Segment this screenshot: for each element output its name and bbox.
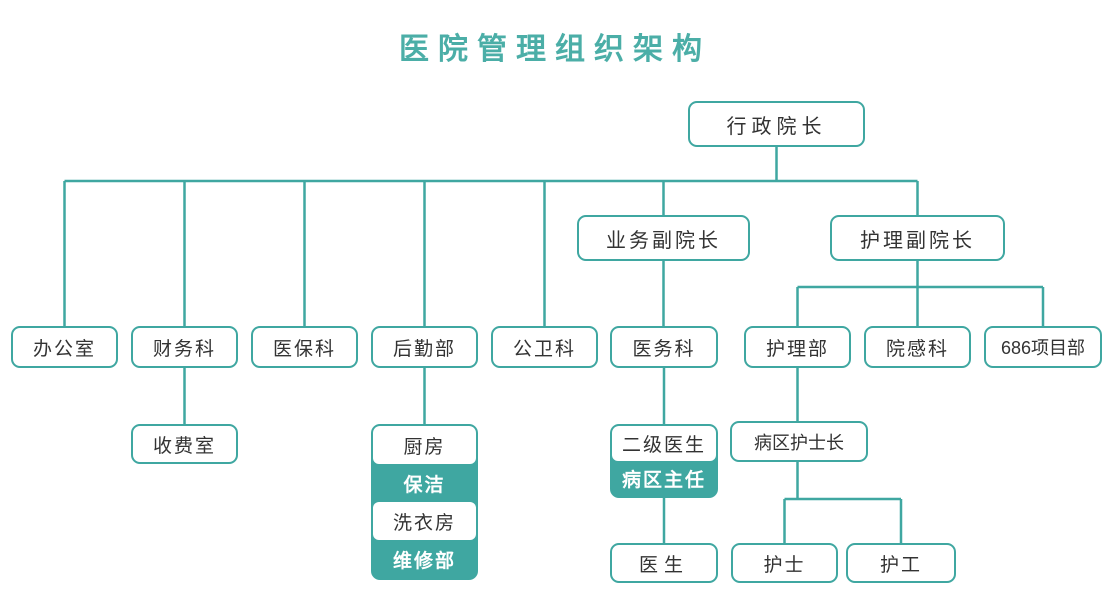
node-maintenance[interactable]: 维修部 (392, 550, 456, 572)
node-laundry[interactable]: 洗衣房 (373, 502, 476, 540)
node-infection-control[interactable]: 院感科 (864, 326, 971, 368)
node-public-health[interactable]: 公卫科 (491, 326, 598, 368)
node-fee-room[interactable]: 收费室 (131, 424, 238, 464)
node-medical-insurance[interactable]: 医保科 (251, 326, 358, 368)
node-cleaning[interactable]: 保洁 (403, 474, 446, 496)
node-admin-dean[interactable]: 行政院长 (688, 101, 865, 147)
chart-title: 医院管理组织架构 (399, 33, 711, 66)
node-office[interactable]: 办公室 (11, 326, 118, 368)
node-nurse[interactable]: 护士 (731, 543, 838, 583)
node-group-logistics-sub: 厨房 保洁 洗衣房 维修部 (371, 424, 478, 580)
node-business-vice-dean[interactable]: 业务副院长 (577, 215, 750, 261)
node-kitchen[interactable]: 厨房 (373, 426, 476, 464)
node-nursing-dept[interactable]: 护理部 (744, 326, 851, 368)
node-medical-affairs[interactable]: 医务科 (610, 326, 718, 368)
node-ward-director[interactable]: 病区主任 (621, 470, 706, 491)
node-doctor[interactable]: 医生 (610, 543, 718, 583)
node-logistics[interactable]: 后勤部 (371, 326, 478, 368)
node-finance[interactable]: 财务科 (131, 326, 238, 368)
node-ward-head-nurse[interactable]: 病区护士长 (730, 421, 868, 462)
node-project-686[interactable]: 686项目部 (984, 326, 1102, 368)
node-care-worker[interactable]: 护工 (846, 543, 956, 583)
node-second-level-doctor[interactable]: 二级医生 (612, 426, 716, 461)
node-group-medical-sub: 二级医生 病区主任 (610, 424, 718, 498)
node-nursing-vice-dean[interactable]: 护理副院长 (830, 215, 1005, 261)
